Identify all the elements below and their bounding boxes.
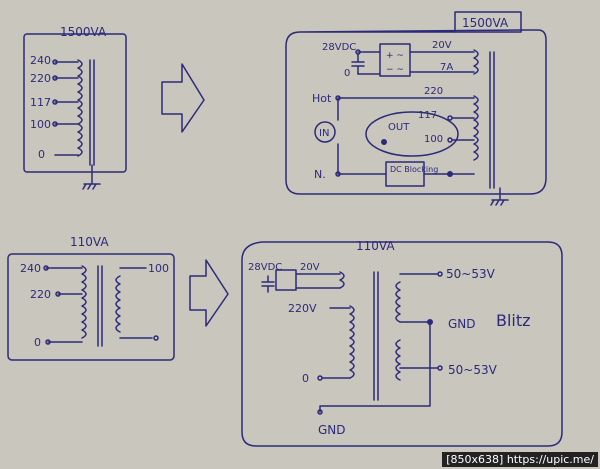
d1-meter-label: IN: [319, 128, 329, 139]
d1-zero: 0: [344, 68, 350, 79]
arrow-2: [189, 259, 229, 327]
d1-neutral-label: N.: [314, 168, 326, 181]
d2-supply-label: 28VDC: [248, 262, 282, 273]
d1-fuse-label: 7A: [440, 62, 453, 73]
d1-left-tap-117: 117: [30, 96, 51, 109]
d1-dcdc-sym2: − ~: [386, 65, 404, 75]
d1-dcdc-sym: + ~: [386, 51, 404, 61]
d1-hot-label: Hot: [312, 92, 332, 105]
d1-left-panel: 1500VA 240 220 117 100 0: [23, 25, 127, 190]
d2-gnd-label: GND: [448, 317, 476, 331]
d1-left-title: 1500VA: [60, 25, 107, 39]
d2-left-tap-240: 240: [20, 262, 41, 275]
d1-out-voltage: 20V: [432, 40, 452, 51]
d2-right-panel: 110VA 28VDC 20V 220V 0 50~53V GND 50~53V…: [241, 239, 563, 447]
d2-left-title: 110VA: [70, 235, 109, 249]
d2-zero-tap: 0: [302, 372, 309, 385]
d1-supply-label: 28VDC: [322, 42, 356, 53]
watermark: [850x638] https://upic.me/: [442, 452, 598, 467]
d2-bottom-gnd: GND: [318, 423, 346, 437]
d2-left-secondary: 100: [148, 262, 169, 275]
d1-left-tap-240: 240: [30, 54, 51, 67]
d1-tap-117: 117: [418, 110, 437, 121]
d2-left-panel: 110VA 240 220 0 100: [7, 235, 175, 361]
d1-right-title: 1500VA: [462, 16, 509, 30]
d1-left-tap-0: 0: [38, 148, 45, 161]
d2-out-voltage: 20V: [300, 262, 320, 273]
d2-left-tap-220: 220: [30, 288, 51, 301]
d2-primary-tap: 220V: [288, 302, 317, 315]
d1-right-panel: 1500VA 28VDC 0 + ~ − ~ 20V 7A Hot 220 IN…: [285, 11, 547, 206]
d1-left-tap-220: 220: [30, 72, 51, 85]
d1-dc-block-label: DC Blocking: [390, 165, 438, 174]
d1-left-tap-100: 100: [30, 118, 51, 131]
d2-left-tap-0: 0: [34, 336, 41, 349]
arrow-1: [161, 63, 205, 133]
d2-vout-bottom: 50~53V: [448, 363, 498, 377]
d2-right-title: 110VA: [356, 239, 395, 253]
d1-out-label: OUT: [388, 122, 410, 133]
d1-tap-220: 220: [424, 86, 443, 97]
d2-brand: Blitz: [496, 311, 531, 330]
d2-vout-top: 50~53V: [446, 267, 496, 281]
d1-tap-100: 100: [424, 134, 443, 145]
